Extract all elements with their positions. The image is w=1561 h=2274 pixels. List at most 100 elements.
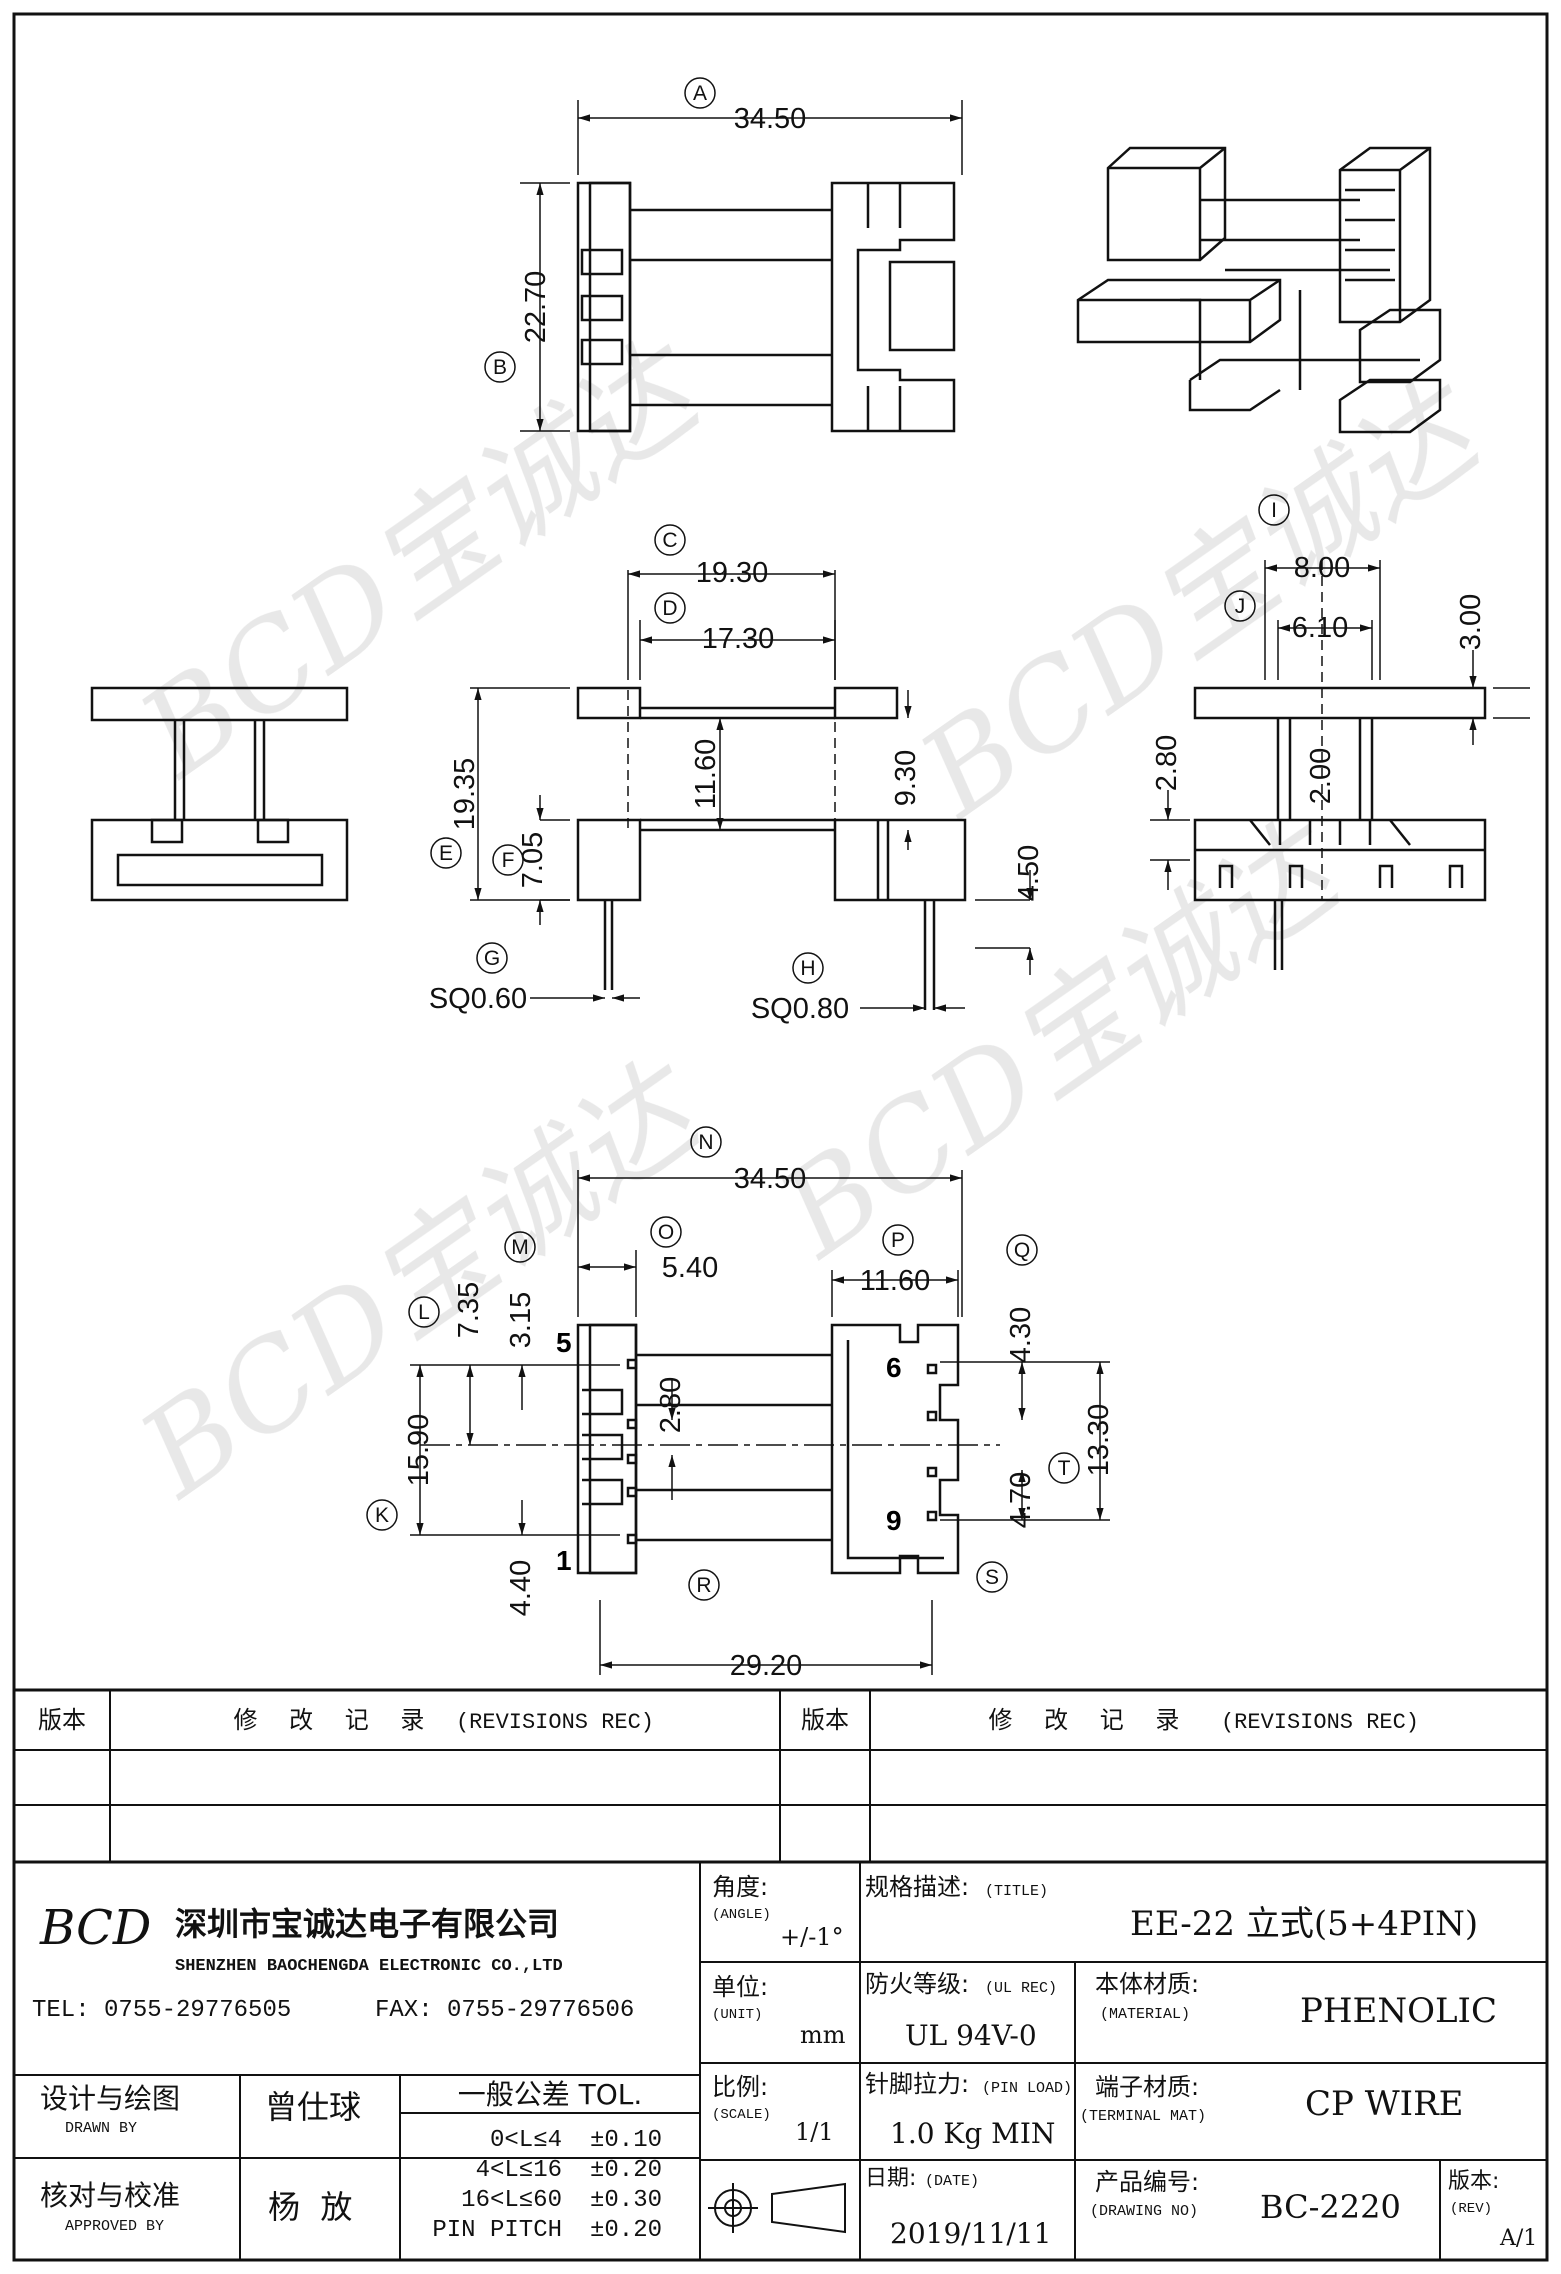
callout: R	[696, 1574, 711, 1597]
dim-text: 5.40	[662, 1252, 718, 1284]
dim-text: 19.35	[449, 758, 481, 831]
rev-header-rec: 修 改 记 录	[234, 1706, 437, 1734]
dim-text: 4.70	[1005, 1472, 1037, 1528]
pin-load-label-en: (PIN LOAD)	[982, 2080, 1072, 2097]
tol-title: 一般公差 TOL.	[458, 2078, 643, 2111]
callout: O	[658, 1221, 674, 1244]
ul-value: UL 94V-0	[905, 2019, 1037, 2052]
dim-text: 3.00	[1455, 594, 1487, 650]
bottom-view	[410, 1170, 1110, 1675]
pin-numbers: 5 1 6 9	[556, 1327, 902, 1576]
dim-text: 4.40	[505, 1560, 537, 1616]
callout: B	[493, 356, 507, 379]
drawn-label: 设计与绘图	[40, 2082, 180, 2115]
date-label: 日期:	[865, 2166, 916, 2191]
terminal-label-en: (TERMINAL MAT)	[1080, 2108, 1206, 2125]
tol-range: 16<L≤60	[461, 2187, 562, 2214]
callout: D	[662, 597, 677, 620]
sheet-border	[12, 12, 1549, 2262]
material-value: PHENOLIC	[1300, 1991, 1497, 2031]
unit-label: 单位:	[712, 1973, 768, 2001]
tol-value: ±0.10	[590, 2127, 662, 2154]
callout: I	[1271, 499, 1277, 522]
dim-text: 2.00	[1305, 748, 1337, 804]
callout: S	[985, 1566, 999, 1589]
rev-header-rec: 修 改 记 录	[989, 1706, 1192, 1734]
rev-header-rec-en: (REVISIONS REC)	[1221, 1710, 1419, 1735]
title-block-text: 版本 修 改 记 录 (REVISIONS REC) 版本 修 改 记 录 (R…	[32, 1706, 1537, 2251]
tol-value: ±0.30	[590, 2187, 662, 2214]
side-view	[1150, 560, 1530, 970]
callout: K	[375, 1504, 389, 1527]
rev-label: 版本:	[1448, 2169, 1499, 2194]
callout: J	[1235, 595, 1246, 618]
watermark: BCD宝诚达	[895, 356, 1510, 845]
callout: F	[502, 849, 515, 872]
rev-label-en: (REV)	[1450, 2201, 1492, 2217]
callout: T	[1058, 1457, 1071, 1480]
callout: M	[511, 1236, 529, 1259]
tol-value: ±0.20	[590, 2217, 662, 2244]
scale-label: 比例:	[712, 2073, 768, 2101]
callout: G	[484, 947, 500, 970]
tol-value: ±0.20	[590, 2157, 662, 2184]
angle-label-en: (ANGLE)	[712, 1907, 771, 1923]
company-name-en: SHENZHEN BAOCHENGDA ELECTRONIC CO.,LTD	[175, 1957, 563, 1976]
title-label-en: (TITLE)	[985, 1883, 1048, 1900]
company-tel: TEL: 0755-29776505	[32, 1997, 291, 2024]
company-fax: FAX: 0755-29776506	[375, 1997, 634, 2024]
callout: N	[698, 1131, 713, 1154]
dim-text: 7.35	[453, 1282, 485, 1338]
company-name-cn: 深圳市宝诚达电子有限公司	[175, 1905, 559, 1943]
terminal-label: 端子材质:	[1095, 2073, 1199, 2101]
dim-text: 7.05	[517, 832, 549, 888]
scale-value: 1/1	[795, 2118, 834, 2146]
dim-text: 4.50	[1013, 845, 1045, 901]
front-view	[470, 570, 1034, 1012]
pin-load-value: 1.0 Kg MIN	[890, 2117, 1055, 2150]
top-view	[520, 100, 963, 433]
watermark: BCD宝诚达	[755, 796, 1370, 1285]
dim-text: 34.50	[734, 1163, 807, 1195]
rev-header-ver: 版本	[801, 1706, 849, 1734]
approved-name: 杨 放	[268, 2188, 352, 2226]
dim-text: 9.30	[890, 750, 922, 806]
drawing-no-label: 产品编号:	[1095, 2168, 1199, 2196]
dim-text: 29.20	[730, 1650, 803, 1682]
dim-text: 11.60	[690, 739, 722, 809]
pin-number: 6	[886, 1352, 902, 1383]
dim-text: 6.10	[1292, 612, 1348, 644]
terminal-value: CP WIRE	[1305, 2084, 1464, 2124]
callout: Q	[1014, 1239, 1030, 1262]
scale-label-en: (SCALE)	[712, 2107, 771, 2123]
dim-text: 34.50	[734, 103, 807, 135]
dim-text: 3.15	[505, 1292, 537, 1348]
material-label-en: (MATERIAL)	[1100, 2006, 1190, 2023]
dim-text: SQ0.60	[429, 983, 527, 1015]
date-label-en: (DATE)	[925, 2173, 979, 2190]
drawing-no-label-en: (DRAWING NO)	[1090, 2203, 1198, 2220]
unit-label-en: (UNIT)	[712, 2007, 762, 2023]
approved-label-en: APPROVED BY	[65, 2218, 164, 2235]
pin-number: 9	[886, 1505, 902, 1536]
tol-range: 0<L≤4	[490, 2127, 562, 2154]
angle-label: 角度:	[712, 1873, 768, 1901]
watermark: BCD宝诚达	[115, 316, 730, 805]
date-value: 2019/11/11	[890, 2217, 1051, 2250]
drawn-name: 曾仕球	[265, 2088, 361, 2126]
title-label: 规格描述:	[865, 1873, 969, 1901]
dim-text: 4.30	[1005, 1307, 1037, 1363]
dim-text: 2.80	[1151, 735, 1183, 791]
callout: P	[891, 1229, 905, 1252]
front-left-view	[90, 686, 349, 902]
dim-text: SQ0.80	[751, 993, 849, 1025]
pin-number: 1	[556, 1545, 572, 1576]
company-logo: BCD	[39, 1900, 151, 1956]
dim-text: 8.00	[1294, 552, 1350, 584]
drawn-label-en: DRAWN BY	[65, 2120, 137, 2137]
rev-header-rec-en: (REVISIONS REC)	[456, 1710, 654, 1735]
watermark-group: BCD宝诚达 BCD宝诚达 BCD宝诚达 BCD宝诚达	[115, 316, 1510, 1525]
title-value: EE-22 立式(5+4PIN)	[1130, 1904, 1478, 1944]
callout-letters: A B C D E F G H I J N O P Q M L K T S R	[375, 82, 1277, 1597]
